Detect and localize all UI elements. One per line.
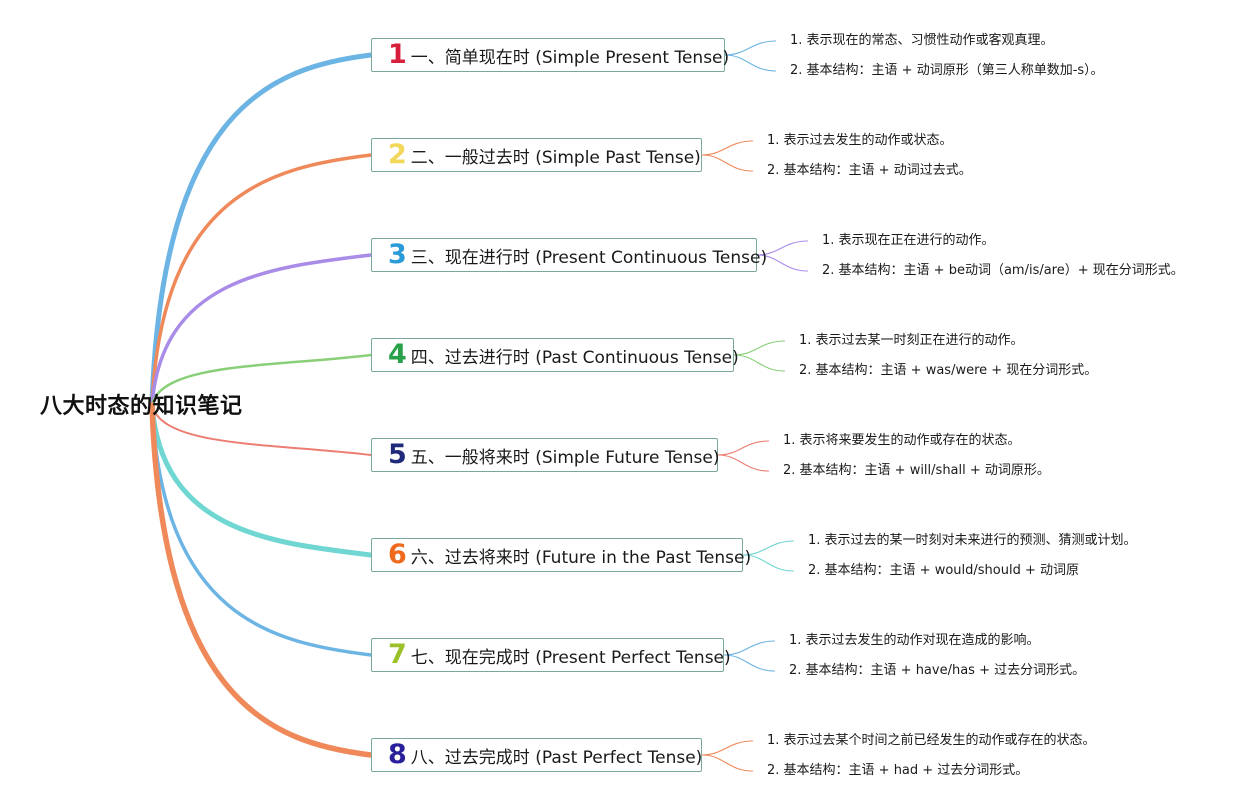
sub-branch-line (701, 754, 754, 772)
sub-branch-line (733, 354, 786, 372)
branch-line-7 (150, 403, 373, 657)
sub-branch-line (724, 54, 777, 72)
number-icon-1: 1 (388, 39, 407, 70)
sub-branch-line (701, 154, 754, 172)
topic-label: 三、现在进行时 (Present Continuous Tense) (410, 247, 768, 268)
topic-4-detail-1[interactable]: 1. 表示过去某一时刻正在进行的动作。 (799, 333, 1024, 348)
sub-branch-line (756, 240, 809, 256)
sub-branch-line (756, 254, 809, 272)
number-icon-4: 4 (388, 339, 407, 370)
number-icon-2: 2 (388, 139, 407, 170)
topic-label: 五、一般将来时 (Simple Future Tense) (410, 447, 720, 468)
sub-branch-line (723, 640, 776, 656)
topic-8-detail-2[interactable]: 2. 基本结构：主语 + had + 过去分词形式。 (767, 763, 1029, 778)
sub-branch-line (723, 654, 776, 672)
sub-branch-line (701, 140, 754, 156)
sub-branch-line (717, 440, 770, 456)
topic-1-detail-1[interactable]: 1. 表示现在的常态、习惯性动作或客观真理。 (790, 33, 1054, 48)
topic-label: 一、简单现在时 (Simple Present Tense) (410, 47, 730, 68)
number-icon-7: 7 (388, 639, 407, 670)
number-icon-5: 5 (388, 439, 407, 470)
sub-branch-line (733, 340, 786, 356)
topic-label: 八、过去完成时 (Past Perfect Tense) (410, 747, 703, 768)
branch-line-3 (150, 253, 373, 407)
topic-7-detail-2[interactable]: 2. 基本结构：主语 + have/has + 过去分词形式。 (789, 663, 1086, 678)
branch-line-5 (151, 404, 372, 456)
branch-line-4 (150, 353, 373, 407)
topic-label: 七、现在完成时 (Present Perfect Tense) (410, 647, 731, 668)
topic-6-detail-1[interactable]: 1. 表示过去的某一时刻对未来进行的预测、猜测或计划。 (808, 533, 1137, 548)
sub-branch-line (701, 740, 754, 756)
branch-line-1 (149, 52, 374, 408)
topic-3-detail-2[interactable]: 2. 基本结构：主语 + be动词（am/is/are）+ 现在分词形式。 (822, 263, 1184, 278)
topic-label: 二、一般过去时 (Simple Past Tense) (410, 147, 701, 168)
topic-label: 四、过去进行时 (Past Continuous Tense) (410, 347, 739, 368)
sub-branch-line (724, 40, 777, 56)
topic-6-detail-2[interactable]: 2. 基本结构：主语 + would/should + 动词原 (808, 563, 1079, 578)
sub-branch-line (717, 454, 770, 472)
topic-2-detail-1[interactable]: 1. 表示过去发生的动作或状态。 (767, 133, 953, 148)
topic-1-detail-2[interactable]: 2. 基本结构：主语 + 动词原形（第三人称单数加-s）。 (790, 63, 1104, 78)
number-icon-6: 6 (388, 539, 407, 570)
topic-5-detail-1[interactable]: 1. 表示将来要发生的动作或存在的状态。 (783, 433, 1021, 448)
number-icon-8: 8 (388, 739, 407, 770)
sub-branch-line (742, 554, 795, 572)
topic-8-detail-1[interactable]: 1. 表示过去某个时间之前已经发生的动作或存在的状态。 (767, 733, 1096, 748)
sub-branch-line (742, 540, 795, 556)
topic-5-detail-2[interactable]: 2. 基本结构：主语 + will/shall + 动词原形。 (783, 463, 1050, 478)
topic-4-detail-2[interactable]: 2. 基本结构：主语 + was/were + 现在分词形式。 (799, 363, 1098, 378)
topic-label: 六、过去将来时 (Future in the Past Tense) (410, 547, 752, 568)
root-topic[interactable]: 八大时态的知识笔记 (40, 394, 243, 419)
number-icon-3: 3 (388, 239, 407, 270)
branch-line-2 (150, 153, 373, 407)
topic-2-detail-2[interactable]: 2. 基本结构：主语 + 动词过去式。 (767, 163, 972, 178)
topic-7-detail-1[interactable]: 1. 表示过去发生的动作对现在造成的影响。 (789, 633, 1040, 648)
branch-line-8 (149, 402, 374, 758)
branch-line-6 (149, 402, 374, 558)
topic-3-detail-1[interactable]: 1. 表示现在正在进行的动作。 (822, 233, 995, 248)
